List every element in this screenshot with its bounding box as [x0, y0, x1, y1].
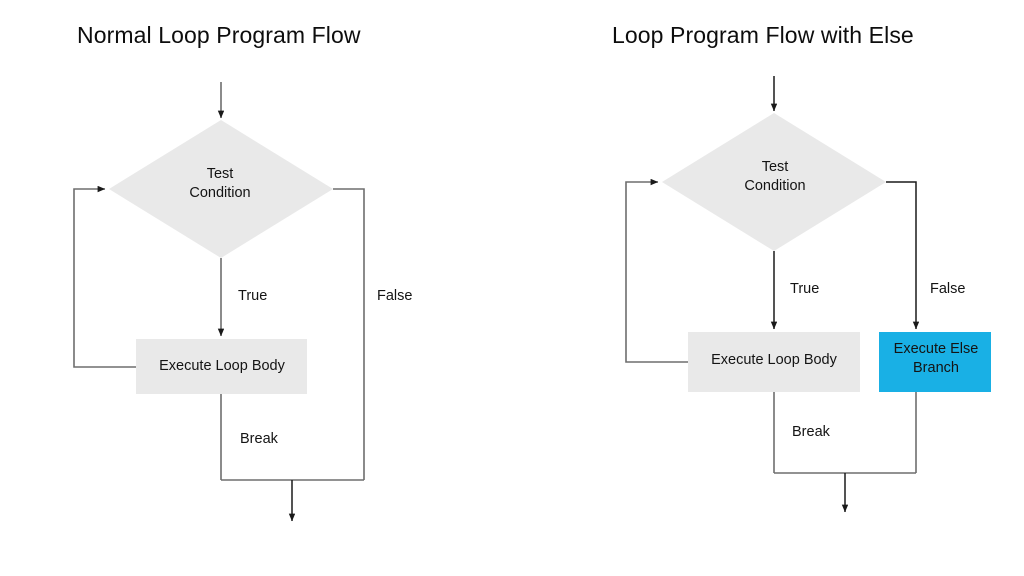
right-break-label: Break: [792, 424, 830, 440]
left-false-label: False: [377, 288, 413, 304]
right-diagram-group: [625, 76, 991, 513]
left-diagram-title: Normal Loop Program Flow: [77, 22, 361, 48]
left-loop-body-box: [136, 339, 307, 394]
left-false-connector: [333, 188, 365, 480]
right-loopback-connector: [625, 178, 688, 363]
left-loopback-connector: [73, 185, 136, 368]
left-true-label: True: [238, 288, 268, 304]
left-break-label: Break: [240, 431, 278, 447]
right-else-branch-box: [879, 332, 991, 392]
right-true-label: True: [790, 281, 820, 297]
left-diagram-group: [73, 82, 365, 522]
right-false-connector: [886, 181, 920, 330]
right-false-label: False: [930, 281, 966, 297]
right-decision-diamond: [662, 113, 886, 251]
right-diagram-title: Loop Program Flow with Else: [612, 22, 914, 48]
left-decision-diamond: [109, 120, 333, 258]
right-loop-body-box: [688, 332, 860, 392]
